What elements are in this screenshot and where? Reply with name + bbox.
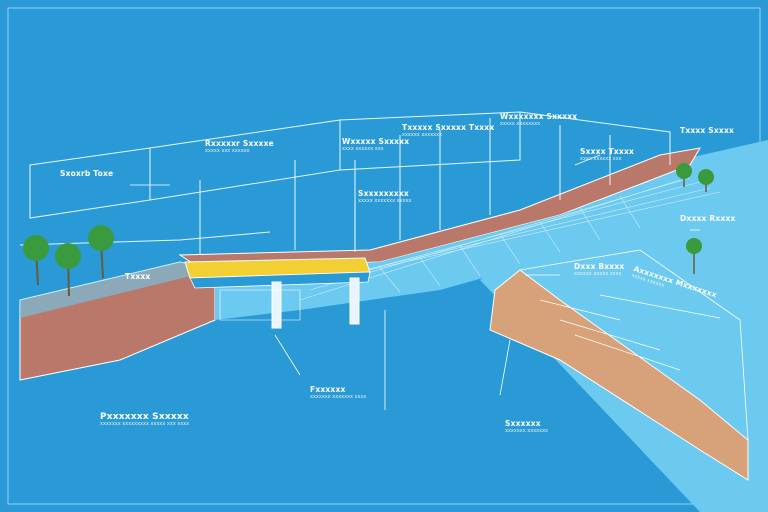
label-desc: xxxxxxx xxxxxxx: [505, 427, 549, 434]
label-title: Sxoxrb Toxe: [60, 169, 114, 178]
label-title: Txxxxx Sxxxxx Txxxx: [402, 123, 495, 132]
label-top-4: Wxxxxxxx Sxxxxx xxxxx xxxxxxxx: [500, 112, 578, 127]
label-top-1: Rxxxxxr Sxxxxe xxxxx xxx xxxxxx: [205, 139, 274, 154]
label-top-left: Sxoxrb Toxe: [60, 169, 114, 179]
label-title: Sxxxxxx: [505, 419, 541, 428]
label-title: Dxxx Bxxxx: [574, 262, 625, 271]
leader-lines: [130, 154, 700, 410]
label-desc: xxxxxxx xxxxxxxxx xxxxx xxx xxxx: [100, 421, 190, 428]
bridge-pillar-left: [271, 281, 282, 329]
label-title: Wxxxxxxx Sxxxxx: [500, 112, 578, 121]
wireframe-buildings: [19, 111, 671, 255]
label-water-right: Dxxx Bxxxx xxxxxx xxxxx xxxx: [574, 262, 625, 277]
label-right-2: Dxxxx Rxxxx: [680, 214, 736, 224]
label-bottom-left: Pxxxxxxx Sxxxxx xxxxxxx xxxxxxxxx xxxxx …: [100, 412, 189, 428]
label-title: Sxxxxxxxxx: [358, 189, 409, 198]
label-left-bank: Txxxx: [125, 272, 151, 282]
label-right-1: Sxxxx Txxxx xxxx xxxxxx xxx: [580, 147, 635, 162]
label-top-3: Txxxxx Sxxxxx Txxxx xxxxxx xxxxxxx: [402, 123, 495, 138]
label-desc: xxxx xxxxxx xxx: [342, 145, 384, 152]
ramp-surface: [519, 249, 749, 441]
label-title: Fxxxxxx: [310, 385, 346, 394]
label-title: Dxxxx Rxxxx: [680, 214, 736, 223]
label-bridge: Fxxxxxx xxxxxxx xxxxxxx xxxx: [310, 385, 367, 400]
label-top-2: Wxxxxx Sxxxxx xxxx xxxxxx xxx: [342, 137, 410, 152]
label-desc: xxxxxxx xxxxxxx xxxx: [310, 393, 367, 400]
label-bottom-center: Sxxxxxx xxxxxxx xxxxxxx: [505, 419, 549, 434]
label-top-right: Txxxx Sxxxx: [680, 126, 735, 136]
label-desc: xxxx xxxxxx xxx: [580, 155, 622, 162]
label-center: Sxxxxxxxxx xxxxx xxxxxxx xxxxx: [358, 189, 412, 204]
label-title: Txxxx: [125, 272, 151, 281]
label-title: Pxxxxxxx Sxxxxx: [100, 412, 189, 422]
label-desc: xxxxx xxxxxxx xxxxx: [358, 197, 412, 204]
left-bank-top: [20, 262, 215, 318]
label-title: Rxxxxxr Sxxxxe: [205, 139, 274, 148]
label-title: Wxxxxx Sxxxxx: [342, 137, 410, 146]
label-title: Txxxx Sxxxx: [680, 126, 735, 135]
label-title: Sxxxx Txxxx: [580, 147, 635, 156]
palm-trees: [23, 163, 714, 297]
bridge-pillar-right: [349, 277, 360, 325]
label-desc: xxxxx xxxxxxxx: [500, 120, 541, 127]
label-desc: xxxxxx xxxxx xxxx: [574, 270, 622, 277]
label-desc: xxxxxx xxxxxxx: [402, 131, 443, 138]
ramp-lines: [539, 294, 721, 371]
label-desc: xxxxx xxx xxxxxx: [205, 147, 250, 154]
bridge: [184, 257, 371, 329]
